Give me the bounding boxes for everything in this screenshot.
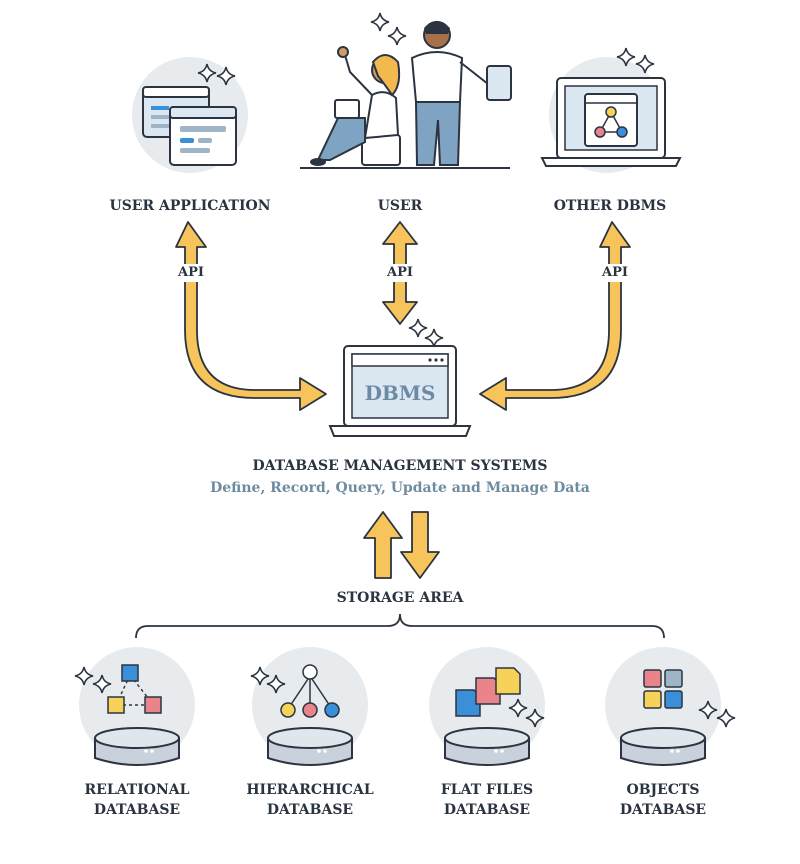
api-label-left: API (166, 264, 216, 282)
db-label-hierarchical: HIERARCHICAL DATABASE (235, 780, 385, 820)
relational-database-icon (74, 647, 195, 766)
db-label-line1: OBJECTS (626, 782, 700, 798)
storage-brace (135, 613, 665, 639)
db-label-line2: DATABASE (93, 802, 181, 818)
db-label-objects: OBJECTS DATABASE (588, 780, 738, 820)
db-label-flat-files: FLAT FILES DATABASE (412, 780, 562, 820)
dbms-screen-text: DBMS (364, 381, 436, 405)
dbms-subtitle: Define, Record, Query, Update and Manage… (210, 480, 590, 496)
hierarchical-database-icon (250, 647, 368, 766)
dbms-laptop-icon (328, 318, 472, 437)
storage-down-arrow (400, 511, 440, 579)
db-label-line1: HIERARCHICAL (246, 782, 374, 798)
right-api-arrow (479, 221, 631, 411)
user-application-icon (132, 57, 248, 173)
relational-cubes-icon (107, 664, 162, 714)
other-dbms-laptop-icon (540, 47, 682, 173)
db-label-line1: RELATIONAL (84, 782, 190, 798)
api-label-center: API (375, 264, 425, 282)
storage-area-title: STORAGE AREA (336, 590, 464, 606)
db-label-line1: FLAT FILES (440, 782, 534, 798)
label-user-application: USER APPLICATION (109, 198, 271, 214)
storage-up-arrow (363, 511, 403, 579)
objects-database-icon (605, 647, 736, 766)
db-label-line2: DATABASE (443, 802, 531, 818)
users-illustration (300, 12, 512, 169)
flat-files-database-icon (429, 647, 545, 766)
db-label-line2: DATABASE (619, 802, 707, 818)
api-label-right: API (590, 264, 640, 282)
left-api-arrow (175, 221, 327, 411)
flat-files-icon (455, 667, 521, 717)
dbms-title: DATABASE MANAGEMENT SYSTEMS (252, 458, 548, 474)
db-label-relational: RELATIONAL DATABASE (62, 780, 212, 820)
hierarchy-tree-icon (280, 664, 340, 718)
object-tiles-icon (643, 669, 683, 709)
label-user: USER (377, 198, 423, 214)
label-other-dbms: OTHER DBMS (553, 198, 667, 214)
db-label-line2: DATABASE (266, 802, 354, 818)
